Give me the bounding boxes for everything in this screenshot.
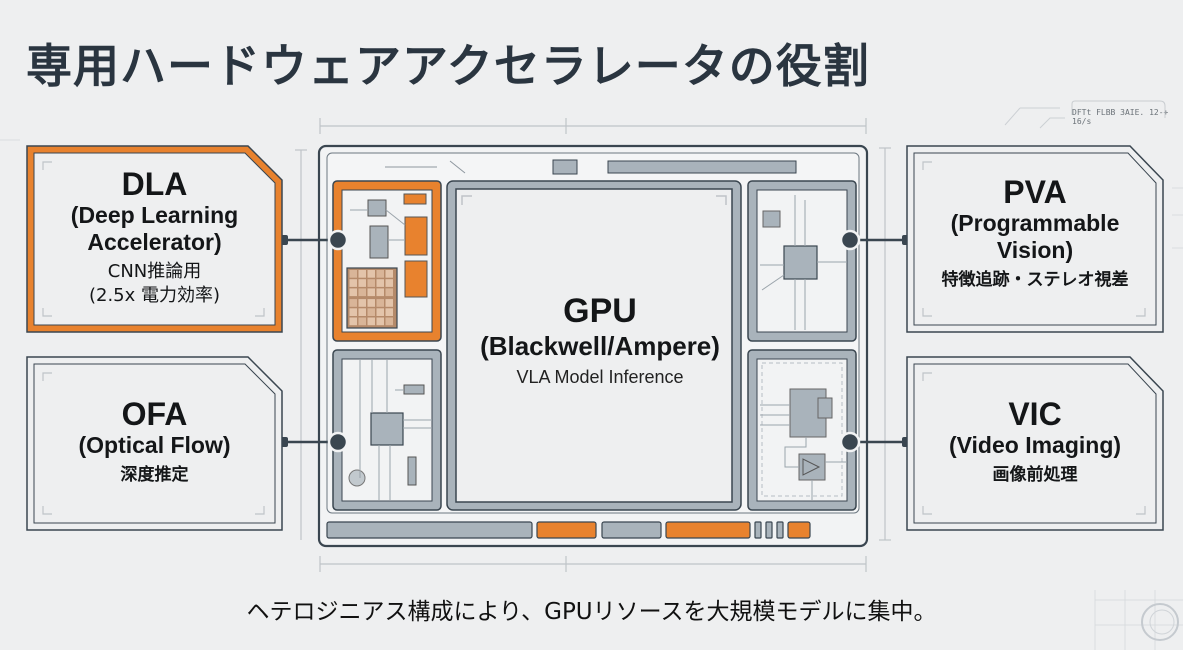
mac-cell bbox=[367, 270, 375, 278]
dimension-lines bbox=[295, 118, 891, 572]
ofa-connector bbox=[278, 431, 349, 453]
annotation-label: DFTt FLBB 3AIE. 12-+ 16/s bbox=[1072, 108, 1169, 126]
pva-card bbox=[906, 145, 1164, 333]
mac-cell bbox=[367, 288, 375, 297]
soc-chip bbox=[317, 144, 869, 548]
ofa-name: OFA bbox=[121, 396, 188, 432]
dla-block bbox=[332, 180, 442, 342]
mac-cell bbox=[376, 288, 384, 297]
gpu-arch: (Blackwell/Ampere) bbox=[480, 331, 720, 361]
pva-name: PVA bbox=[1003, 174, 1067, 210]
ofa-card-text: OFA (Optical Flow) 深度推定 bbox=[34, 396, 275, 487]
dla-connector bbox=[278, 229, 349, 251]
pva-desc: 特徴追跡・ステレオ視差 bbox=[941, 270, 1129, 290]
ofa-card bbox=[26, 356, 283, 531]
vic-block bbox=[747, 349, 857, 511]
vic-card bbox=[906, 356, 1164, 531]
dla-desc-line2: (2.5x 電力効率) bbox=[88, 285, 221, 306]
mac-cell bbox=[358, 270, 366, 278]
pva-card-text: PVA (Programmable Vision) 特徴追跡・ステレオ視差 bbox=[914, 174, 1156, 292]
ofa-desc: 深度推定 bbox=[120, 465, 189, 485]
mac-cell bbox=[376, 317, 384, 326]
ofa-block bbox=[332, 349, 442, 511]
mac-cell bbox=[385, 317, 393, 326]
mac-cell bbox=[367, 299, 375, 307]
pva-block bbox=[747, 180, 857, 342]
mac-cell bbox=[367, 317, 375, 326]
gpu-role: VLA Model Inference bbox=[516, 367, 684, 387]
pva-full-name-line2: Vision) bbox=[996, 237, 1074, 263]
chip-top-bus bbox=[385, 159, 797, 175]
mac-cell bbox=[385, 299, 393, 307]
mac-cell bbox=[349, 288, 357, 297]
mac-cell bbox=[358, 317, 366, 326]
dla-full-name-line1: (Deep Learning bbox=[70, 202, 239, 228]
mac-cell bbox=[376, 299, 384, 307]
dla-card bbox=[26, 145, 283, 333]
mac-cell bbox=[376, 270, 384, 278]
mac-cell bbox=[385, 288, 393, 297]
page-title: 専用ハードウェアアクセラレータの役割 bbox=[26, 39, 870, 93]
mac-cell bbox=[349, 270, 357, 278]
mac-cell bbox=[385, 270, 393, 278]
vic-card-text: VIC (Video Imaging) 画像前処理 bbox=[914, 396, 1156, 487]
chip-bottom-bus bbox=[326, 521, 811, 539]
footer-caption: ヘテロジニアス構成により、GPUリソースを大規模モデルに集中。 bbox=[246, 599, 937, 625]
mac-cell bbox=[358, 279, 366, 287]
dla-name: DLA bbox=[121, 166, 188, 202]
mac-cell bbox=[358, 308, 366, 316]
mac-cell bbox=[385, 279, 393, 287]
ofa-full-name: (Optical Flow) bbox=[78, 432, 231, 458]
mac-cell bbox=[367, 308, 375, 316]
gpu-name: GPU bbox=[563, 292, 637, 330]
pva-full-name-line1: (Programmable bbox=[950, 210, 1120, 236]
dla-card-text: DLA (Deep Learning Accelerator) CNN推論用 (… bbox=[34, 166, 275, 308]
gpu-block bbox=[446, 180, 742, 511]
mac-cell bbox=[349, 299, 357, 307]
dla-desc-line1: CNN推論用 bbox=[107, 261, 202, 282]
vic-full-name: (Video Imaging) bbox=[948, 432, 1122, 458]
mac-cell bbox=[349, 317, 357, 326]
mac-cell bbox=[349, 308, 357, 316]
mac-cell bbox=[358, 288, 366, 297]
gpu-text: GPU (Blackwell/Ampere) VLA Model Inferen… bbox=[460, 292, 740, 392]
mac-cell bbox=[376, 308, 384, 316]
vic-connector bbox=[839, 431, 912, 453]
dla-mac-grid bbox=[346, 267, 398, 329]
mac-cell bbox=[349, 279, 357, 287]
mac-cell bbox=[358, 299, 366, 307]
mac-cell bbox=[376, 279, 384, 287]
vic-desc: 画像前処理 bbox=[992, 465, 1078, 485]
mac-cell bbox=[367, 279, 375, 287]
dla-full-name-line2: Accelerator) bbox=[87, 229, 222, 255]
mac-cell bbox=[385, 308, 393, 316]
background-grid bbox=[0, 100, 1183, 650]
pva-connector bbox=[839, 229, 912, 251]
vic-name: VIC bbox=[1008, 396, 1062, 432]
